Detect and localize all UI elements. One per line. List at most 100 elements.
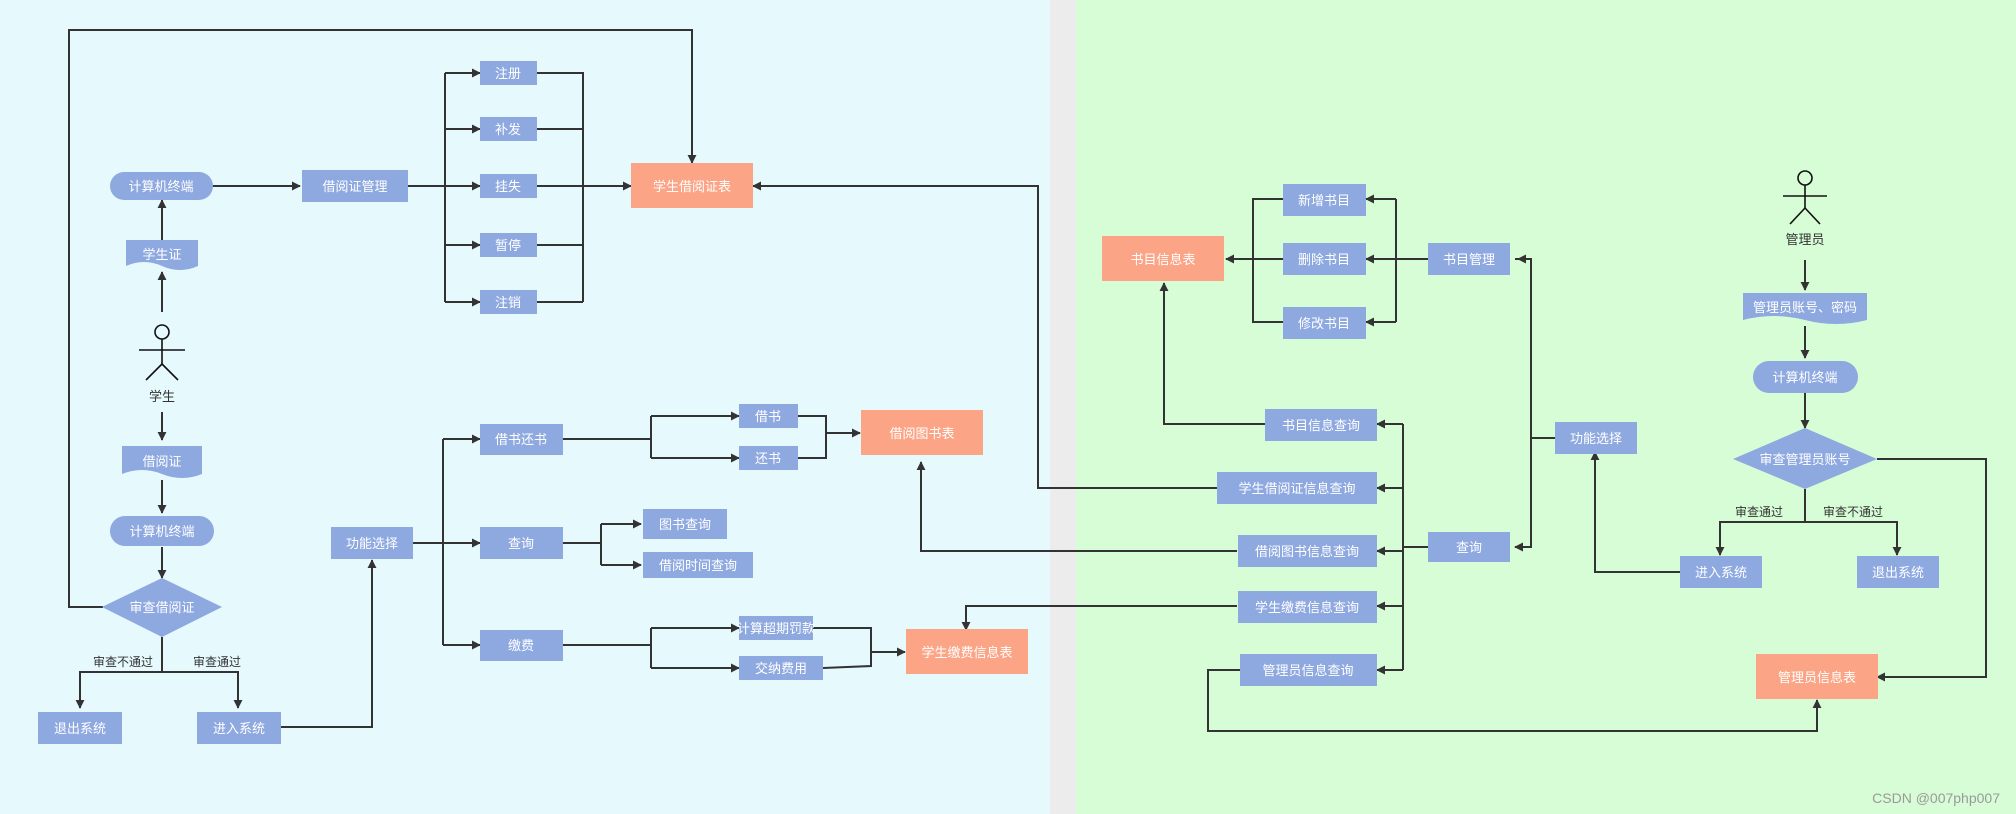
time-query-label: 借阅时间查询 (659, 559, 737, 574)
fee-info-query-node (1238, 591, 1377, 623)
connector-cardinfo-to-cardtable (752, 181, 1217, 489)
connector-review-split (75, 637, 163, 709)
admin-terminal-label: 计算机终端 (1772, 370, 1837, 386)
admin-table-node (1756, 654, 1878, 699)
card-table-label: 学生借阅证表 (653, 179, 731, 195)
fee-info-query-label: 学生缴费信息查询 (1255, 600, 1359, 616)
admin-review-label: 审查管理员账号 (1759, 453, 1850, 468)
student-card-label: 学生证 (142, 247, 181, 263)
exit-node (38, 712, 122, 744)
exit-label: 退出系统 (54, 722, 106, 737)
book-table-label: 书目信息表 (1130, 252, 1195, 268)
admin-actor-icon (1783, 170, 1827, 225)
book-mgmt-label: 书目管理 (1443, 253, 1495, 268)
op-lost-label: 挂失 (495, 180, 521, 195)
op-reissue-label: 补发 (495, 122, 521, 138)
add-book-label: 新增书目 (1298, 193, 1350, 209)
book-table-node (1102, 236, 1224, 281)
op-cancel-label: 注销 (495, 296, 521, 311)
admin-enter-label: 进入系统 (1695, 566, 1747, 581)
op-reissue-node (480, 117, 537, 141)
admin-cred-label: 管理员账号、密码 (1753, 300, 1857, 316)
connector-bookinfo-to-booktable (1159, 282, 1265, 425)
admin-exit-node (1857, 556, 1939, 588)
borrow-label: 借书 (755, 410, 781, 425)
edit-book-label: 修改书目 (1298, 317, 1350, 332)
fee-table-node (906, 629, 1028, 674)
add-book-node (1283, 184, 1366, 216)
student-actor-label: 学生 (149, 389, 175, 405)
delete-book-label: 删除书目 (1298, 253, 1350, 268)
op-cancel-node (480, 290, 537, 314)
book-query-label: 图书查询 (659, 518, 711, 533)
book-info-query-label: 书目信息查询 (1282, 418, 1360, 434)
return-label: 还书 (755, 452, 781, 467)
connector-feeinfo-to-feetable (961, 605, 1237, 631)
calc-fine-node (739, 616, 813, 640)
admin-review-diamond (1733, 428, 1877, 489)
admin-func-node (1555, 422, 1637, 454)
review-diamond (102, 578, 222, 637)
payment-node (480, 630, 563, 661)
admin-terminal (1753, 361, 1858, 393)
admin-func-label: 功能选择 (1570, 432, 1622, 447)
admin-enter-node (1680, 556, 1762, 588)
card-mgmt-label: 借阅证管理 (322, 180, 387, 195)
book-query-node (643, 509, 727, 539)
connector-admininfo-to-admintable (1207, 669, 1822, 732)
admin-exit-label: 退出系统 (1872, 566, 1924, 581)
delete-book-node (1283, 243, 1366, 275)
borrow-table-node (861, 410, 983, 455)
connector-func-to-query (1514, 438, 1532, 552)
borrow-node (739, 404, 798, 428)
payment-label: 缴费 (508, 639, 534, 654)
connector-ops-bus (537, 72, 584, 302)
op-suspend-node (480, 233, 537, 257)
connectors (68, 29, 1987, 732)
connector-admin-review-right (1876, 458, 1987, 682)
connector-review-pass (162, 671, 243, 709)
fee-table-label: 学生缴费信息表 (921, 645, 1012, 661)
connector-enter-to-func (280, 559, 377, 728)
card-table-node (631, 163, 753, 208)
terminal-top-label: 计算机终端 (128, 179, 193, 195)
admin-info-query-label: 管理员信息查询 (1262, 663, 1353, 679)
borrow-return-node (480, 424, 563, 455)
func-select-node (331, 527, 413, 559)
borrow-table-label: 借阅图书表 (889, 427, 954, 442)
time-query-node (643, 552, 753, 578)
pass-edge-label: 审查通过 (193, 654, 241, 669)
connector-bm-merge (1252, 198, 1283, 323)
connector-admin-review-fail (1805, 521, 1902, 556)
connector-borrow-merge (798, 415, 827, 459)
card-info-query-label: 学生借阅证信息查询 (1238, 481, 1355, 497)
terminal-mid (110, 516, 214, 546)
borrow-info-query-label: 借阅图书信息查询 (1255, 544, 1359, 560)
admin-cred-doc (1743, 293, 1867, 324)
admin-actor-label: 管理员 (1785, 233, 1824, 248)
query-node (480, 527, 563, 559)
enter-label: 进入系统 (213, 722, 265, 737)
func-select-label: 功能选择 (346, 537, 398, 552)
book-info-query-node (1265, 409, 1377, 441)
borrow-info-query-node (1238, 535, 1377, 567)
op-register-label: 注册 (495, 67, 521, 82)
csdn-watermark: CSDN @007php007 (1872, 790, 2000, 806)
student-actor-icon (139, 324, 185, 381)
admin-table-label: 管理员信息表 (1778, 670, 1856, 686)
admin-query-node (1428, 532, 1510, 562)
connector-review-loop (68, 29, 697, 608)
student-card-doc (126, 240, 198, 270)
admin-fail-edge-label: 审查不通过 (1823, 504, 1883, 519)
borrow-return-label: 借书还书 (495, 433, 547, 448)
edit-book-node (1283, 307, 1366, 339)
connector-borrowinfo-to-borrowtable (916, 461, 1237, 552)
op-register-node (480, 61, 537, 85)
admin-query-label: 查询 (1456, 541, 1482, 556)
calc-fine-label: 计算超期罚款 (737, 622, 815, 637)
connector-admin-enter-to-func (1590, 451, 1680, 573)
enter-node (197, 712, 281, 744)
terminal-top (110, 172, 213, 200)
panel-gutter (1050, 0, 1076, 814)
